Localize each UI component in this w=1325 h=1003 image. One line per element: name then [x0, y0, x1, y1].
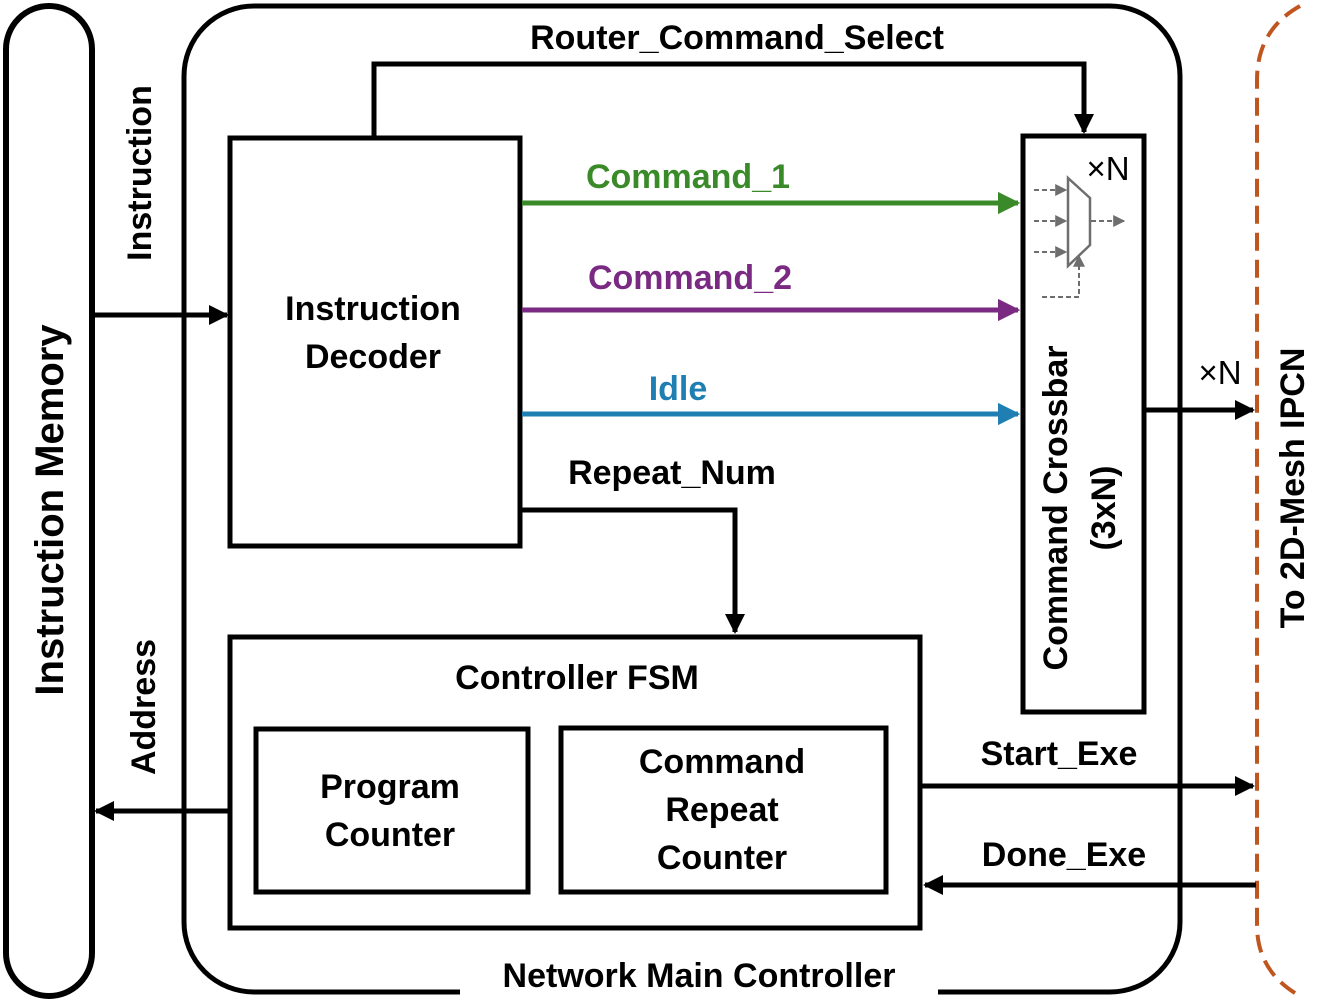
instruction-decoder-block — [227, 135, 523, 549]
instruction-memory-label: Instruction Memory — [28, 324, 72, 696]
command-repeat-counter-block — [558, 725, 889, 895]
address-signal-label: Address — [125, 639, 163, 775]
program-counter-block — [253, 726, 531, 895]
command-2-label: Command_2 — [588, 259, 792, 297]
ipcn-boundary — [1255, 4, 1301, 998]
repeat-num-label: Repeat_Num — [568, 454, 776, 492]
instruction-signal-label: Instruction — [121, 85, 159, 261]
router-command-select-arrow — [371, 61, 1094, 136]
controller-fsm-label: Controller FSM — [455, 659, 699, 697]
router-command-select-label: Router_Command_Select — [530, 19, 944, 57]
instruction-memory-block — [3, 3, 95, 999]
command-1-label: Command_1 — [586, 158, 790, 196]
network-main-controller-label: Network Main Controller — [503, 957, 896, 995]
command-crossbar-label-line2: (3xN) — [1085, 465, 1123, 550]
output-multiplier-label: ×N — [1198, 354, 1241, 391]
repeat-counter-label-line2: Repeat — [665, 791, 778, 829]
repeat-counter-label-line3: Counter — [657, 839, 787, 877]
instruction-decoder-label-line1: Instruction — [285, 290, 461, 328]
repeat-num-arrow — [520, 507, 745, 634]
start-exe-label: Start_Exe — [981, 735, 1138, 773]
done-exe-label: Done_Exe — [982, 836, 1146, 874]
program-counter-label-line1: Program — [320, 768, 460, 806]
repeat-counter-label-line1: Command — [639, 743, 805, 781]
mux-multiplier-label: ×N — [1086, 150, 1129, 187]
idle-label: Idle — [649, 370, 708, 408]
to-ipcn-label: To 2D-Mesh IPCN — [1274, 348, 1312, 629]
command-crossbar-label-line1: Command Crossbar — [1037, 346, 1075, 671]
mux-icon — [1034, 175, 1126, 298]
instruction-decoder-label-line2: Decoder — [305, 338, 441, 376]
program-counter-label-line2: Counter — [325, 816, 455, 854]
